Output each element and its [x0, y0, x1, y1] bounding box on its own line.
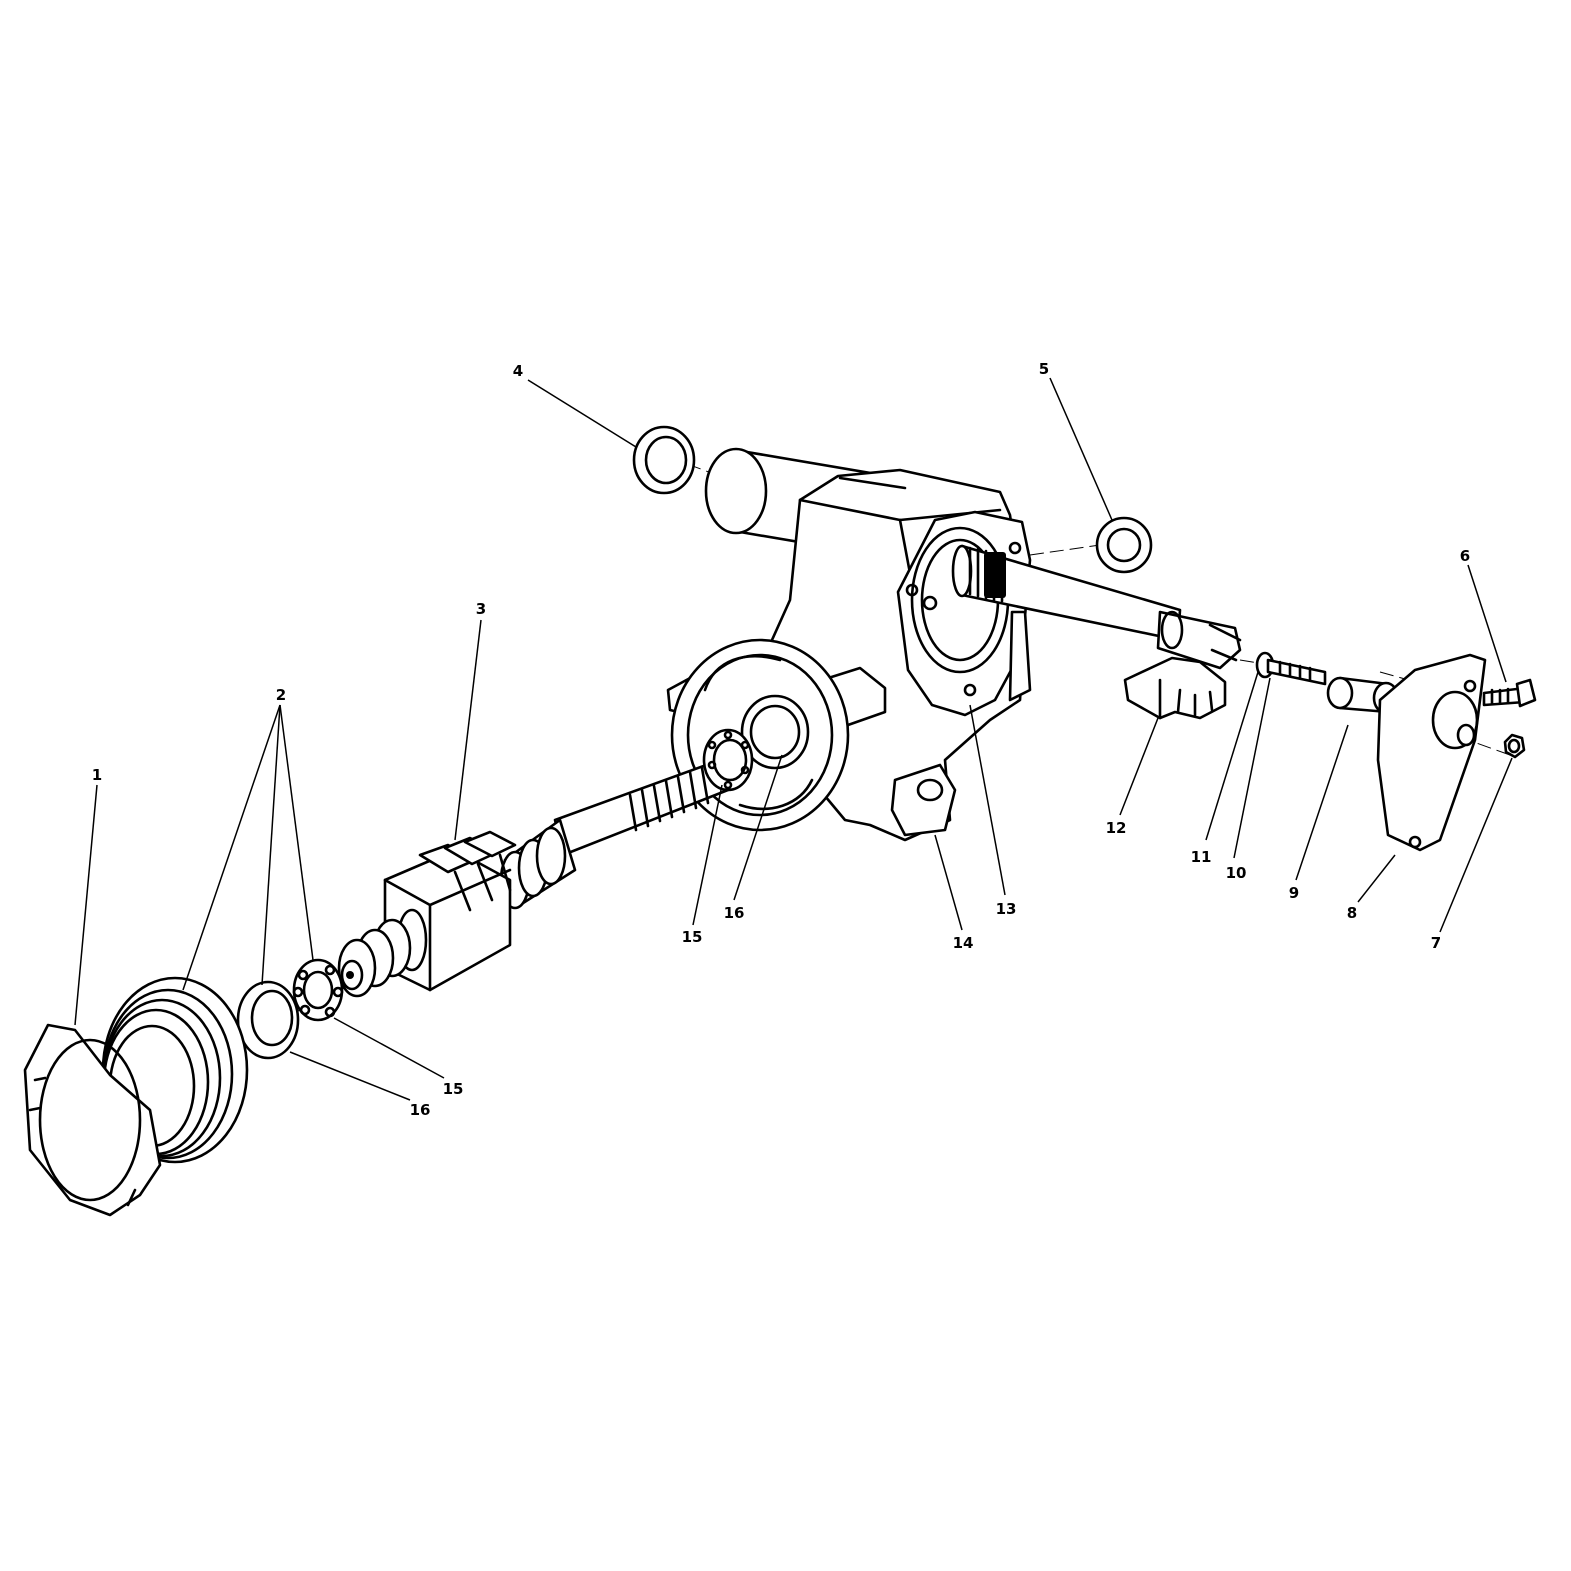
label-part-9: 9: [1289, 884, 1299, 902]
label-part-15-housing: 15: [682, 928, 703, 946]
label-part-11: 11: [1191, 848, 1212, 866]
label-part-12: 12: [1106, 819, 1127, 837]
label-part-16-housing: 16: [724, 904, 745, 922]
label-part-15-end: 15: [443, 1080, 464, 1098]
sector-gear: [1123, 656, 1227, 720]
locknut: [23, 1023, 162, 1217]
seal-right: [1095, 516, 1153, 574]
label-part-10: 10: [1226, 864, 1247, 882]
label-part-3: 3: [476, 600, 486, 618]
label-part-6: 6: [1460, 547, 1470, 565]
label-part-4: 4: [513, 362, 523, 380]
input-shaft-end: [337, 918, 412, 998]
worm-shaft: [499, 758, 730, 910]
label-part-16-end: 16: [410, 1101, 431, 1119]
seal-left: [632, 425, 696, 495]
side-cover: [1376, 653, 1487, 852]
adjuster-locknut: [1503, 733, 1526, 759]
label-part-13: 13: [996, 900, 1017, 918]
part-number-labels: 1 2 3 4 5 6 7 8 9 10 11 12 13 14 15 16 1…: [92, 360, 1470, 1119]
label-part-5: 5: [1039, 360, 1049, 378]
end-bearing-cup: [236, 980, 300, 1060]
label-part-8: 8: [1347, 904, 1357, 922]
label-part-2: 2: [276, 686, 286, 704]
cover-bolt: [1482, 678, 1537, 708]
housing-bearing: [702, 728, 754, 792]
leader-lines: [74, 377, 1513, 1101]
adjusting-screw: [1255, 651, 1327, 686]
label-part-14: 14: [953, 934, 974, 952]
end-bearing: [292, 958, 344, 1022]
label-part-7: 7: [1431, 934, 1441, 952]
ball-nut-rack: [383, 830, 517, 992]
label-part-1: 1: [92, 766, 102, 784]
sector-shaft: [951, 544, 1242, 670]
